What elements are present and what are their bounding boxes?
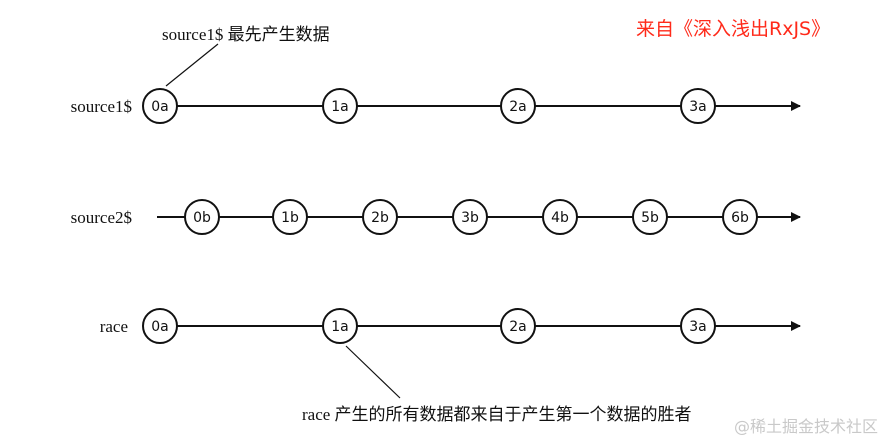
marble-source2-6: 6b	[722, 199, 758, 235]
marble-circle	[452, 199, 488, 235]
marble-circle	[500, 308, 536, 344]
marble-label: 5b	[641, 210, 659, 226]
marble-label: 3a	[689, 99, 707, 115]
marble-circle	[500, 88, 536, 124]
marble-race-1: 1a	[322, 308, 358, 344]
marble-source1-2: 2a	[500, 88, 536, 124]
marble-circle	[680, 88, 716, 124]
marbles: 0a 1a 2a 3a 0b 1b 2b 3b 4b 5b 6b 0a 1a 2a 3a	[142, 88, 758, 344]
marble-circle	[722, 199, 758, 235]
marble-source1-3: 3a	[680, 88, 716, 124]
marble-label: 2a	[509, 99, 527, 115]
stream-label-race: race	[100, 317, 128, 336]
marble-source2-3: 3b	[452, 199, 488, 235]
watermark: @稀土掘金技术社区	[733, 417, 878, 436]
stream-label-source1: source1$	[71, 97, 132, 116]
annotation-pointer-top	[165, 43, 219, 87]
marble-race-2: 2a	[500, 308, 536, 344]
marble-label: 3a	[689, 319, 707, 335]
marble-circle	[272, 199, 308, 235]
annotation-pointer-bottom	[345, 345, 401, 399]
marble-label: 1a	[331, 99, 349, 115]
marble-circle	[362, 199, 398, 235]
marble-race-3: 3a	[680, 308, 716, 344]
marble-circle	[322, 88, 358, 124]
stream-label-source2: source2$	[71, 208, 132, 227]
marble-label: 2a	[509, 319, 527, 335]
marble-label: 0b	[193, 210, 211, 226]
marble-source1-0: 0a	[142, 88, 178, 124]
marble-circle	[632, 199, 668, 235]
marble-circle	[322, 308, 358, 344]
marble-label: 4b	[551, 210, 569, 226]
marble-race-0: 0a	[142, 308, 178, 344]
marble-label: 1b	[281, 210, 299, 226]
source-credit: 来自《深入浅出RxJS》	[636, 18, 831, 40]
marble-label: 2b	[371, 210, 389, 226]
marble-circle	[542, 199, 578, 235]
marble-circle	[142, 308, 178, 344]
marble-label: 0a	[151, 99, 169, 115]
marble-circle	[680, 308, 716, 344]
marble-circle	[184, 199, 220, 235]
marble-label: 3b	[461, 210, 479, 226]
marble-source1-1: 1a	[322, 88, 358, 124]
marble-circle	[142, 88, 178, 124]
annotation-top: source1$ 最先产生数据	[162, 25, 330, 44]
marble-source2-1: 1b	[272, 199, 308, 235]
marble-source2-0: 0b	[184, 199, 220, 235]
marble-label: 6b	[731, 210, 749, 226]
marble-source2-4: 4b	[542, 199, 578, 235]
marble-label: 1a	[331, 319, 349, 335]
marble-source2-5: 5b	[632, 199, 668, 235]
annotation-bottom: race 产生的所有数据都来自于产生第一个数据的胜者	[302, 405, 692, 424]
marble-source2-2: 2b	[362, 199, 398, 235]
marble-label: 0a	[151, 319, 169, 335]
